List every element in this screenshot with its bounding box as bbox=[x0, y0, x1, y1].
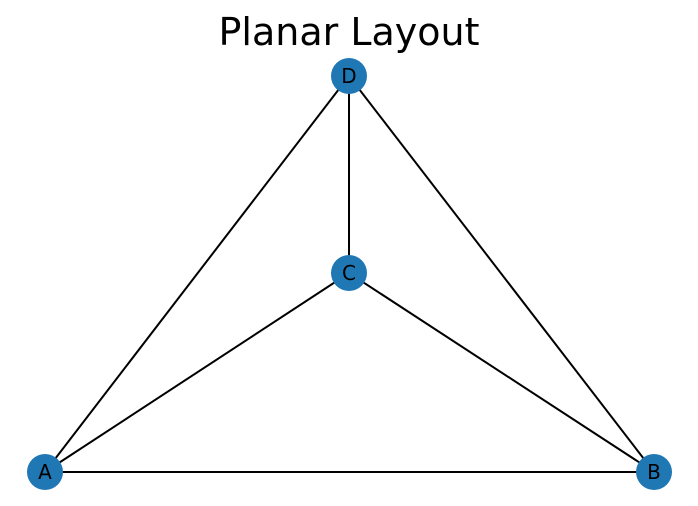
nodes-layer: A B C D bbox=[27, 58, 672, 490]
node-d: D bbox=[331, 58, 367, 94]
edge-a-d bbox=[44, 75, 350, 473]
node-circle-d bbox=[331, 58, 367, 94]
node-label-b: B bbox=[647, 460, 661, 484]
diagram-title: Planar Layout bbox=[218, 10, 480, 54]
node-c: C bbox=[331, 255, 367, 291]
edges-layer bbox=[44, 75, 655, 473]
node-label-c: C bbox=[342, 261, 356, 285]
node-circle-a bbox=[27, 454, 63, 490]
node-circle-b bbox=[636, 454, 672, 490]
node-circle-c bbox=[331, 255, 367, 291]
node-label-d: D bbox=[341, 64, 356, 88]
edge-a-c bbox=[44, 272, 350, 473]
node-a: A bbox=[27, 454, 63, 490]
node-b: B bbox=[636, 454, 672, 490]
node-label-a: A bbox=[38, 460, 52, 484]
edge-b-c bbox=[348, 272, 655, 473]
edge-b-d bbox=[348, 75, 655, 473]
